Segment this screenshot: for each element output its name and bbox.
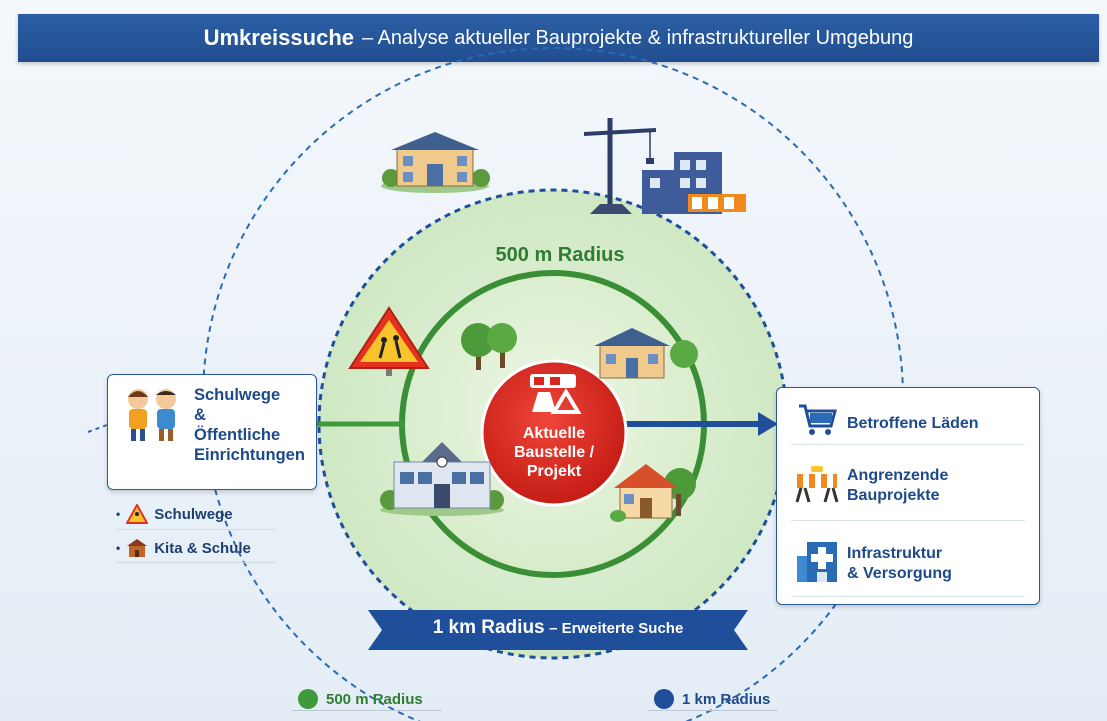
tree-icon	[461, 323, 517, 370]
legend-item-1km: 1 km Radius	[654, 689, 770, 709]
residential-building-icon	[381, 132, 490, 193]
impact-info-card: Betroffene Läden Angrenzende Bauprojekte	[776, 387, 1040, 605]
legend-item-500m: 500 m Radius	[298, 689, 423, 709]
radius-500-label: 500 m Radius	[495, 244, 625, 266]
schoolway-line-3: Öffentliche	[194, 426, 281, 444]
impact-row-infrastructure: Infrastruktur & Versorgung	[791, 520, 1025, 597]
legend-500m-label: 500 m Radius	[326, 690, 423, 708]
legend-blue-dot-icon	[654, 689, 674, 709]
construction-barrier-icon	[795, 466, 839, 503]
crane-construction-icon	[583, 118, 746, 214]
bullet-kita-schule-label: Kita & Schule	[154, 539, 251, 557]
bullet-divider-2	[116, 562, 276, 563]
radius-1km-rest: – Erweiterte Suche	[549, 620, 684, 637]
bullet-schulwege-label: Schulwege	[154, 505, 233, 523]
radius-1km-banner	[368, 610, 748, 650]
school-crossing-sign-icon	[348, 306, 430, 376]
bullet-divider	[116, 529, 276, 530]
radius-1km-strong: 1 km Radius	[432, 617, 545, 638]
impact-projects-line-2: Bauprojekte	[847, 487, 940, 504]
shopping-cart-icon	[799, 404, 837, 435]
construction-icon	[530, 374, 582, 414]
center-line-2: Baustelle /	[513, 444, 595, 461]
bullet-schulwege: • Schulwege	[116, 504, 233, 524]
right-arrow	[622, 412, 778, 436]
center-line-1: Aktuelle	[522, 425, 586, 442]
school-crossing-icon	[126, 504, 149, 524]
schoolway-line-1: Schulwege	[194, 386, 281, 404]
impact-projects-label: Angrenzende Bauprojekte	[847, 466, 948, 506]
impact-shops-label: Betroffene Läden	[847, 414, 979, 434]
school-building-icon	[127, 539, 148, 557]
impact-row-shops: Betroffene Läden	[791, 388, 1025, 445]
hospital-icon	[797, 542, 837, 582]
schoolway-line-4: Einrichtungen	[194, 446, 305, 464]
school-building-icon	[380, 442, 504, 516]
center-label: Aktuelle Baustelle / Projekt	[494, 424, 614, 481]
legend-500-underline	[292, 710, 442, 711]
title-bar: Umkreissuche – Analyse aktueller Bauproj…	[18, 14, 1099, 62]
schoolway-line-2: &	[194, 406, 206, 424]
children-icon	[128, 389, 176, 441]
impact-row-projects: Angrenzende Bauprojekte	[791, 444, 1025, 521]
center-line-3: Projekt	[526, 463, 582, 480]
impact-infrastructure-line-1: Infrastruktur	[847, 545, 943, 562]
left-dashed-stub	[87, 424, 108, 433]
title-main: Umkreissuche	[203, 25, 354, 50]
impact-infrastructure-label: Infrastruktur & Versorgung	[847, 544, 952, 584]
family-house-icon	[610, 464, 696, 522]
house-icon	[594, 328, 698, 379]
legend-1km-label: 1 km Radius	[682, 690, 771, 708]
schoolway-info-card: Schulwege & Öffentliche Einrichtungen	[107, 374, 317, 490]
impact-shops-line-1: Betroffene Läden	[847, 415, 979, 432]
bullet-kita-schule: • Kita & Schule	[116, 539, 251, 557]
legend-1km-underline	[648, 710, 778, 711]
center-project-marker	[480, 359, 628, 507]
impact-infrastructure-line-2: & Versorgung	[847, 565, 952, 582]
impact-projects-line-1: Angrenzende	[847, 467, 949, 484]
title-subtitle: – Analyse aktueller Bauprojekte & infras…	[362, 26, 914, 49]
schoolway-card-label: Schulwege & Öffentliche Einrichtungen	[194, 385, 314, 465]
radius-1km-banner-text: 1 km Radius – Erweiterte Suche	[382, 617, 734, 639]
legend-green-dot-icon	[298, 689, 318, 709]
